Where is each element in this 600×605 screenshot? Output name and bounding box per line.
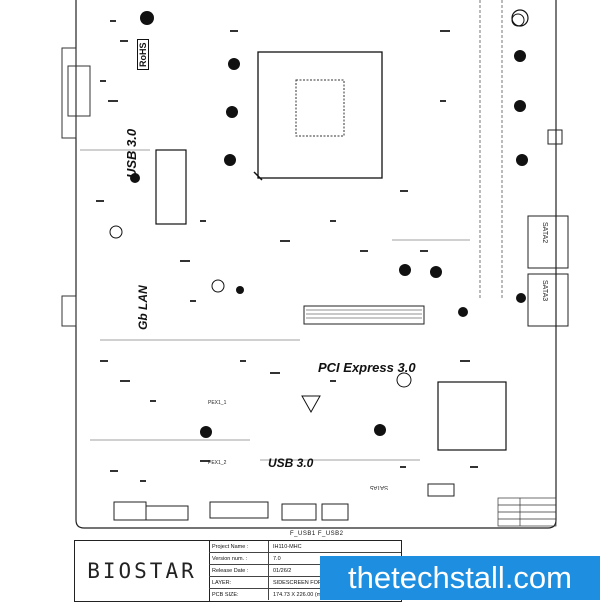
title-row: Version num. : 7.0	[209, 553, 401, 565]
title-row: Release Date : 01/26/2	[209, 565, 401, 577]
watermark-banner: thetechstall.com	[320, 556, 600, 600]
brand-logo: BIOSTAR	[75, 541, 210, 601]
title-row: Project Name : IH110-MHC	[209, 541, 401, 553]
sata5-label: SATA5	[370, 484, 389, 490]
title-row-value: 7.0	[273, 555, 281, 562]
title-row-key: Version num. :	[209, 553, 269, 564]
title-row: PCB SIZE: 174.73 X 226.00 (m	[209, 589, 401, 600]
title-row-value: 174.73 X 226.00 (m	[273, 591, 322, 598]
sata2-label: SATA2	[541, 222, 548, 244]
usb30-bottom-label: USB 3.0	[268, 456, 314, 470]
title-row-value: IH110-MHC	[273, 543, 302, 550]
pex1-1-label: PEX1_1	[208, 400, 227, 406]
pex1-2-label: PEX1_2	[208, 460, 227, 466]
pci-express-label: PCI Express 3.0	[318, 360, 416, 375]
title-row-value: SIDESCREEN FOR COM	[273, 579, 337, 586]
title-row-key: Release Date :	[209, 565, 269, 576]
sata3-label: SATA3	[541, 280, 548, 302]
usb30-left-label: USB 3.0	[124, 128, 139, 178]
title-row-key: LAYER:	[209, 577, 269, 588]
gb-lan-label: Gb LAN	[136, 285, 150, 330]
title-row-key: Project Name :	[209, 541, 269, 552]
usb-headers-label: F_USB1 F_USB2	[290, 531, 344, 537]
title-row: LAYER: SIDESCREEN FOR COM	[209, 577, 401, 589]
title-row-key: PCB SIZE:	[209, 589, 269, 600]
watermark-text: thetechstall.com	[348, 560, 572, 595]
title-row-value: 01/26/2	[273, 567, 292, 574]
rohs-mark: RoHS	[137, 39, 149, 70]
